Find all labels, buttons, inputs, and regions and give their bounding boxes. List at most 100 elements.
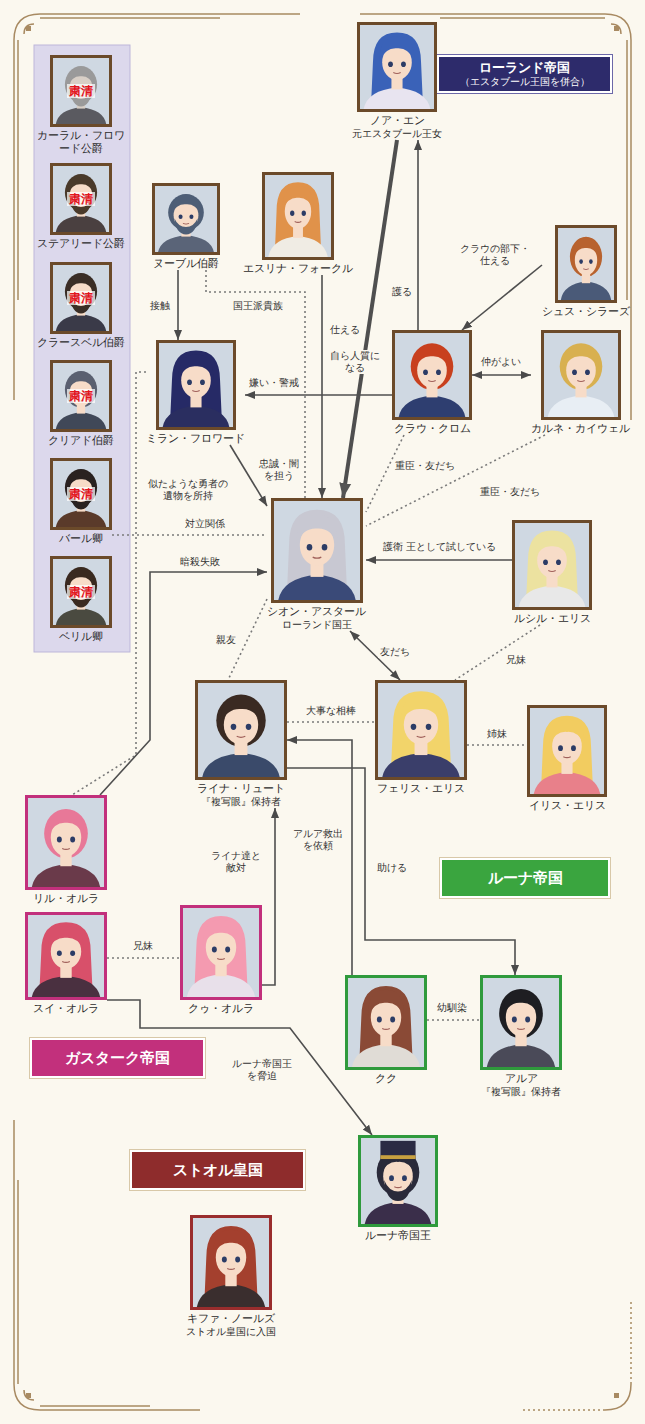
- portrait-illustration: [530, 708, 604, 794]
- portrait-illustration: [378, 683, 464, 777]
- portrait-ground: [558, 228, 614, 300]
- region-banner: ガスターク帝国: [30, 1038, 205, 1078]
- portrait-ground: [198, 683, 284, 777]
- dotted-relation-line: [366, 435, 545, 526]
- relation-label: ライナ達と敵対: [207, 850, 265, 874]
- hair-front: [68, 274, 95, 293]
- hair-front: [203, 920, 239, 946]
- clothes: [32, 864, 100, 887]
- portrait-frame: [25, 795, 107, 890]
- portrait-frame: [357, 22, 437, 112]
- character-card: 粛清ベリル卿: [50, 556, 112, 643]
- relation-label: 姉妹: [485, 728, 509, 740]
- relation-label: 接触: [148, 300, 172, 312]
- character-name: ライナ・リュート: [197, 782, 285, 795]
- hair-front: [401, 696, 442, 723]
- region-name: ルーナ帝国: [488, 869, 563, 887]
- hair-front: [573, 238, 600, 259]
- character-note: 『複写眼』保持者: [481, 1085, 561, 1098]
- portrait-frame: [262, 172, 334, 260]
- eye: [389, 1175, 394, 1181]
- character-name: シュス・シラーズ: [542, 305, 630, 318]
- relation-label: 仕える: [328, 324, 362, 336]
- character-name: クリアド伯爵: [48, 434, 114, 447]
- relation-label: 似たような勇者の遺物を所持: [144, 478, 232, 502]
- relation-label: 嫌い・警戒: [247, 377, 301, 389]
- eye: [212, 947, 217, 953]
- region-banner: ローランド帝国（エスタブール王国を併合）: [437, 55, 612, 93]
- mouth: [295, 221, 302, 223]
- portrait-frame: [480, 975, 562, 1070]
- character-card: シオン・アスタールローランド国王: [267, 498, 366, 631]
- hair-back: [65, 567, 97, 604]
- portrait-ground: [274, 501, 360, 600]
- eye: [525, 1017, 530, 1023]
- relation-label: 対立関係: [183, 518, 227, 530]
- beard: [174, 218, 197, 234]
- relation-label: ルーナ帝国王を脅迫: [228, 1058, 296, 1082]
- purge-stamp: 粛清: [67, 84, 95, 98]
- eye: [225, 947, 230, 953]
- portrait-frame: 粛清: [50, 163, 112, 235]
- eye: [579, 259, 583, 264]
- portrait-illustration: [515, 523, 589, 607]
- clothes: [519, 586, 586, 607]
- eye: [388, 61, 393, 67]
- character-card: 粛清クラースベル伯爵: [37, 262, 125, 349]
- character-name: バール卿: [59, 532, 103, 545]
- portrait-frame: [25, 912, 107, 1000]
- mouth: [394, 1186, 401, 1188]
- character-note: ローランド国王: [282, 618, 352, 631]
- portrait-frame: [512, 520, 592, 610]
- clothes: [364, 88, 431, 109]
- character-name: スイ・オルラ: [33, 1002, 99, 1015]
- portrait-illustration: [198, 683, 284, 777]
- portrait-ground: [183, 908, 259, 997]
- portrait-ground: [348, 978, 424, 1067]
- portrait-illustration: [558, 228, 614, 300]
- portrait-frame: [358, 1135, 438, 1227]
- clothes: [162, 406, 229, 427]
- relation-line: [343, 140, 397, 498]
- hair-front: [68, 175, 95, 194]
- hair-back: [216, 694, 265, 746]
- portrait-illustration: [28, 915, 104, 997]
- relation-line: [177, 270, 179, 340]
- clothes: [487, 1044, 555, 1067]
- portrait-ground: [28, 915, 104, 997]
- eye: [57, 951, 62, 956]
- mouth: [393, 72, 400, 74]
- mouth: [192, 390, 199, 392]
- character-name: シオン・アスタール: [267, 605, 366, 618]
- character-name: カーラル・フロワード公爵: [37, 129, 125, 155]
- eye: [572, 369, 577, 375]
- character-note: 元エスタブール王女: [352, 127, 442, 140]
- portrait-frame: [345, 975, 427, 1070]
- hair-front: [368, 990, 404, 1016]
- mouth: [428, 380, 435, 382]
- hair-back: [559, 343, 602, 390]
- portrait-illustration: [193, 1218, 269, 1307]
- eye: [543, 559, 548, 565]
- character-card: 粛清バール卿: [50, 458, 112, 545]
- character-card: ミラン・フロワード: [146, 340, 245, 445]
- character-card: キファ・ノールズストオル皇国に入国: [186, 1215, 276, 1338]
- eye: [321, 544, 327, 551]
- character-name: クゥ・オルラ: [188, 1002, 254, 1015]
- portrait-frame: [195, 680, 287, 780]
- dotted-relation-line: [467, 744, 527, 746]
- relation-label: 重臣・友だち: [393, 460, 457, 472]
- relation-line: [287, 740, 352, 975]
- purge-stamp: 粛清: [67, 192, 95, 206]
- clothes: [56, 314, 106, 331]
- hair-front: [68, 470, 95, 489]
- character-card: シュス・シラーズ: [542, 225, 630, 318]
- portrait-ground: [53, 363, 109, 429]
- character-name: ルーナ帝国王: [365, 1229, 431, 1242]
- purge-stamp: 粛清: [67, 389, 95, 403]
- portrait-ground: [483, 978, 559, 1067]
- portrait-ground: [378, 683, 464, 777]
- character-name: ノア・エン: [370, 114, 425, 127]
- mouth: [577, 380, 584, 382]
- portrait-illustration: [360, 25, 434, 109]
